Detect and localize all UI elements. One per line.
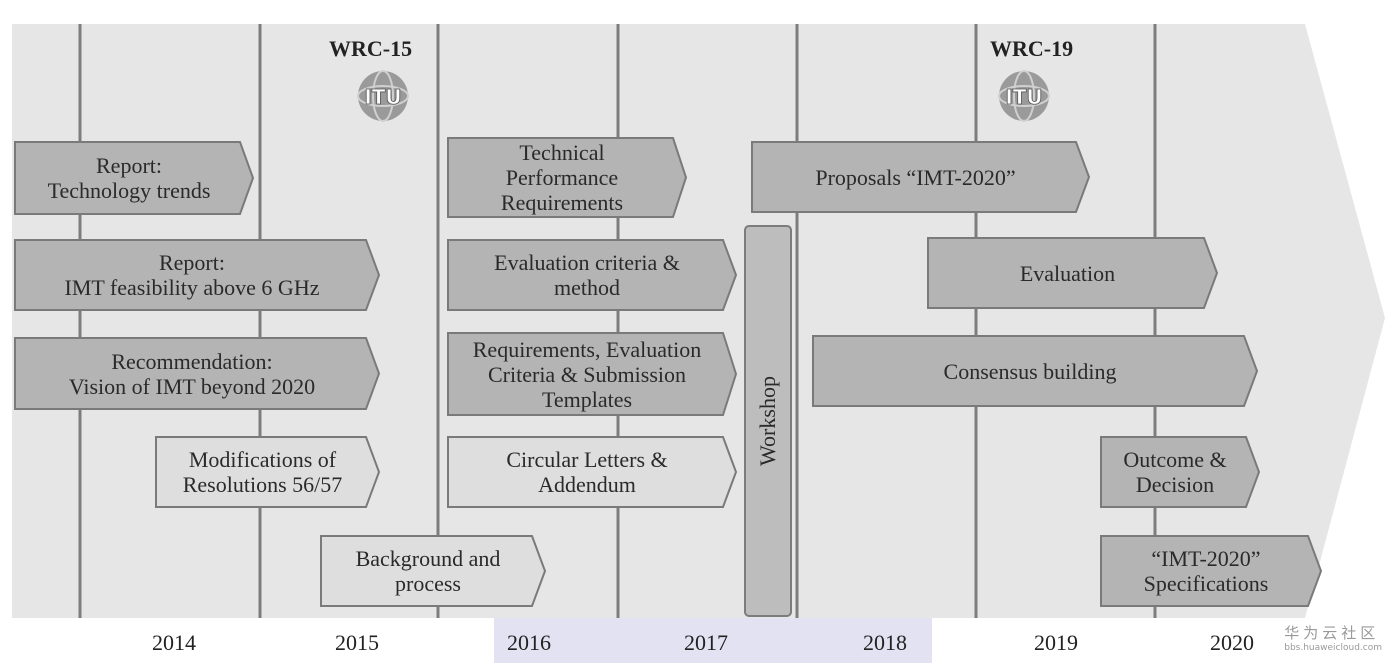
activity-label: Circular Letters & Addendum — [506, 447, 668, 497]
activity-label: Requirements, Evaluation Criteria & Subm… — [472, 336, 702, 412]
activity-label: Report: Technology trends — [47, 153, 211, 203]
activity-label: Evaluation criteria & method — [494, 250, 680, 300]
itu-globe-icon: ITU — [998, 70, 1050, 122]
arrow-shape — [447, 332, 738, 416]
activity-imt-2020-specifications: “IMT-2020” Specifications — [1100, 535, 1323, 607]
arrow-shape — [14, 239, 381, 311]
year-label-2020: 2020 — [1210, 630, 1254, 655]
arrow-shape — [751, 141, 1091, 213]
activity-report-technology-trends: Report: Technology trends — [14, 141, 255, 215]
activity-label: Consensus building — [943, 358, 1117, 384]
arrow-shape — [14, 337, 381, 410]
activity-proposals-imt-2020: Proposals “IMT-2020” — [751, 141, 1091, 213]
arrow-shape — [320, 535, 547, 607]
activity-requirements-evaluation-templates: Requirements, Evaluation Criteria & Subm… — [447, 332, 738, 416]
year-label-2015: 2015 — [335, 630, 379, 655]
itu-globe-icon: ITU — [357, 70, 409, 122]
arrow-path — [447, 239, 738, 311]
workshop-label: Workshop — [755, 376, 780, 466]
arrow-path — [927, 237, 1219, 309]
arrow-path — [1100, 436, 1261, 508]
year-label-2017: 2017 — [684, 630, 728, 655]
arrow-path — [447, 436, 738, 508]
arrow-path — [812, 335, 1259, 407]
year-label-2014: 2014 — [152, 630, 196, 655]
arrow-path — [14, 337, 381, 410]
activity-report-imt-feasibility: Report: IMT feasibility above 6 GHz — [14, 239, 381, 311]
activity-modifications-resolutions: Modifications of Resolutions 56/57 — [155, 436, 381, 508]
activity-outcome-decision: Outcome & Decision — [1100, 436, 1261, 508]
activity-label: “IMT-2020” Specifications — [1143, 546, 1269, 596]
year-label-2018: 2018 — [863, 630, 907, 655]
arrow-shape — [812, 335, 1259, 407]
arrow-path — [751, 141, 1091, 213]
arrow-path — [320, 535, 547, 607]
arrow-path — [14, 239, 381, 311]
arrow-shape — [1100, 535, 1323, 607]
activity-recommendation-vision: Recommendation: Vision of IMT beyond 202… — [14, 337, 381, 410]
arrow-path — [1100, 535, 1323, 607]
arrow-path — [14, 141, 255, 215]
arrow-shape — [447, 137, 688, 218]
wrc-15-label: WRC-15 — [329, 36, 413, 61]
arrow-shape — [927, 237, 1219, 309]
arrow-shape — [447, 239, 738, 311]
activity-consensus-building: Consensus building — [812, 335, 1259, 407]
arrow-shape — [447, 436, 738, 508]
activity-circular-letters-addendum: Circular Letters & Addendum — [447, 436, 738, 508]
activity-label: Recommendation: Vision of IMT beyond 202… — [68, 348, 316, 399]
arrow-path — [447, 332, 738, 416]
itu-logo-text: ITU — [1005, 85, 1042, 109]
arrow-shape — [14, 141, 255, 215]
background-band — [12, 24, 1385, 618]
arrow-shape — [155, 436, 381, 508]
activity-label: Evaluation — [1019, 260, 1116, 286]
watermark-cn: 华为云社区 — [1284, 624, 1380, 642]
year-label-2016: 2016 — [507, 630, 551, 655]
activity-evaluation-criteria-method: Evaluation criteria & method — [447, 239, 738, 311]
activity-background-process: Background and process — [320, 535, 547, 607]
activity-technical-performance-requirements: Technical Performance Requirements — [447, 137, 688, 218]
wrc-19-label: WRC-19 — [990, 36, 1074, 61]
watermark-url: bbs.huaweicloud.com — [1284, 643, 1382, 653]
arrow-path — [447, 137, 688, 218]
arrow-shape — [1100, 436, 1261, 508]
workshop-bar: Workshop — [744, 225, 792, 617]
activity-label: Proposals “IMT-2020” — [815, 164, 1016, 190]
activity-label: Modifications of Resolutions 56/57 — [182, 447, 343, 497]
activity-label: Outcome & Decision — [1123, 447, 1227, 497]
itu-logo-text: ITU — [364, 85, 401, 109]
activity-evaluation: Evaluation — [927, 237, 1219, 309]
activity-label: Report: IMT feasibility above 6 GHz — [64, 250, 320, 300]
arrow-path — [155, 436, 381, 508]
activity-label: Technical Performance Requirements — [500, 140, 624, 215]
activity-label: Background and process — [355, 546, 501, 596]
year-label-2019: 2019 — [1034, 630, 1078, 655]
year-grid-lines — [78, 24, 1157, 618]
watermark: 华为云社区 bbs.huaweicloud.com — [1284, 622, 1382, 653]
